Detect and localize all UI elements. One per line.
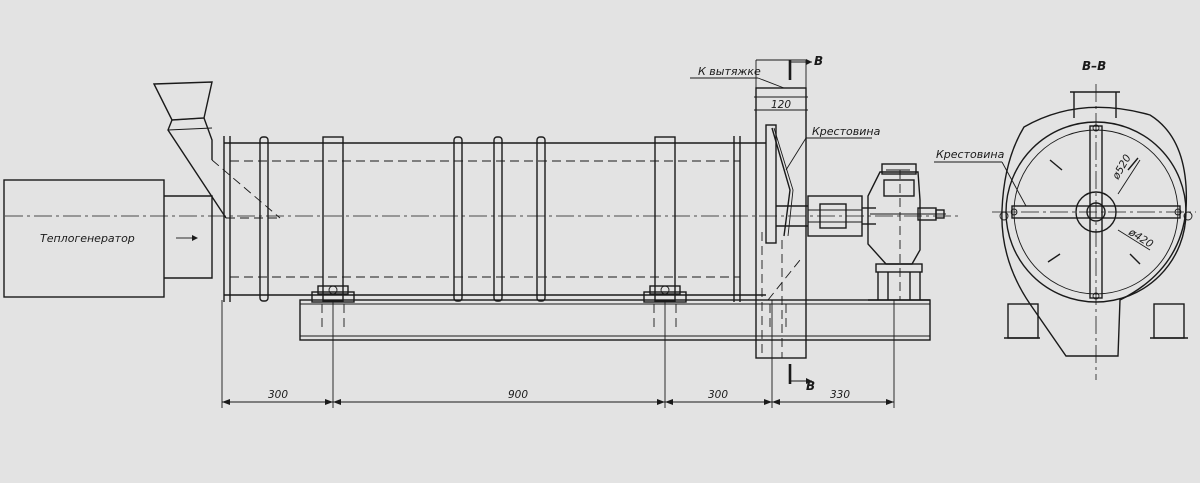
section-letter-bottom: В [806, 379, 815, 393]
dim-d420: ø420 [1126, 226, 1156, 251]
dim-330: 330 [830, 389, 850, 401]
drive-unit [776, 163, 946, 301]
drying-drum [223, 136, 766, 302]
dim-300-left: 300 [268, 389, 288, 401]
section-view: В–В [992, 59, 1196, 380]
section-letter-top: В [814, 54, 823, 68]
section-title: В–В [1082, 59, 1106, 73]
dimension-lines [221, 300, 895, 408]
dim-900: 900 [508, 389, 528, 401]
heat-generator-label: Теплогенератор [40, 232, 135, 245]
cross-label-main: Крестовина [812, 125, 881, 138]
flow-arrow-icon [192, 235, 198, 241]
dim-300-right: 300 [708, 389, 728, 401]
exhaust-hood [754, 59, 808, 359]
heat-generator [3, 179, 213, 298]
exhaust-label: К вытяжке [698, 65, 761, 78]
cross-label-section: Крестовина [936, 148, 1005, 161]
feed-hopper [152, 81, 281, 219]
dim-120: 120 [771, 99, 791, 111]
support-frame [299, 285, 931, 341]
